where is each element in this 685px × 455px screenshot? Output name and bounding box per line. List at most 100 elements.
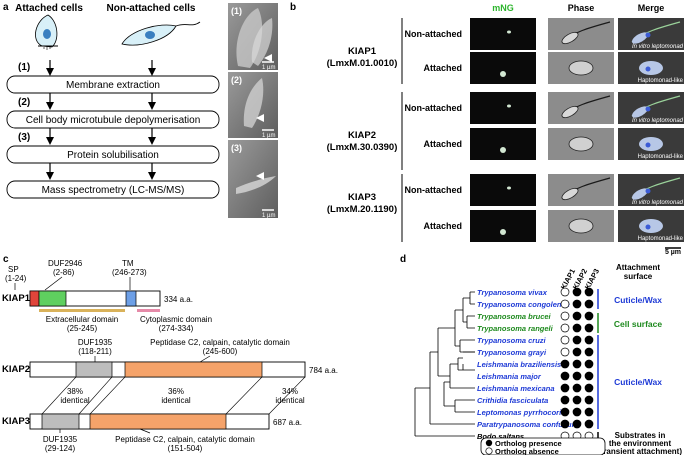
attached-cell-icon [35,14,58,50]
phase-cell-body [568,60,594,76]
kiap1-duf-range: (2-86) [53,268,75,277]
ortholog-presence-dot [572,287,582,297]
merge-tag: Haptomonad-like [638,236,684,242]
species-name: Trypanosoma cruzi [477,336,547,345]
mng-signal [500,229,506,235]
merge-nucleus [645,188,651,194]
legend-absence-dot [485,447,493,455]
mng-signal [507,30,511,34]
ortholog-presence-dot [584,359,594,369]
phase-image [548,18,614,50]
panel-c: c SP (1-24) DUF2946 (2-86) TM (246-273) … [2,254,338,453]
ortholog-presence-dot [560,395,570,405]
merge-nucleus [645,66,651,72]
merge-tag: In vitro leptomonad [632,44,684,50]
merge-cell-body [639,61,663,75]
column-merge: Merge [638,3,665,13]
merge-cell-body [631,32,649,44]
mng-signal [507,186,511,190]
group-label-cuticle-1: Cuticle/Wax [614,295,662,305]
ortholog-presence-dot [584,287,594,297]
substrate-line-1: Substrates in [615,431,666,440]
species-name: Bodo saltans [477,432,524,441]
panel-b-scale-label: 5 µm [665,249,681,256]
merge-nucleus [645,142,651,148]
ortholog-absence-dot [560,323,570,333]
ortholog-presence-dot [584,419,594,429]
merge-cell-body [631,106,649,118]
phase-cell-body [561,31,579,45]
kiap1-id-b: (LmxM.01.0010) [327,58,398,69]
ortholog-presence-dot [560,371,570,381]
kiap2-length: 784 a.a. [309,366,338,375]
step-1-label: Membrane extraction [66,80,160,91]
identity-1-word: identical [60,396,90,405]
kiap3-peptidase-domain [89,413,227,430]
mng-image [470,210,536,242]
species-name: Trypanosoma rangeli [477,324,554,333]
kiap1-tm-label: TM [122,259,134,268]
panel-a-letter: a [3,2,9,13]
kiap1-tm-range: (246-273) [112,268,147,277]
merge-nucleus [645,224,651,230]
phase-image [548,174,614,206]
species-name: Trypanosoma congolense [477,300,570,309]
merge-tag: In vitro leptomonad [632,200,684,206]
species-name: Trypanosoma brucei [477,312,552,321]
ortholog-presence-dot [560,383,570,393]
step-1-number: (1) [18,62,30,73]
column-phase: Phase [568,3,595,13]
kiap3-id-b: (LmxM.20.1190) [327,204,397,215]
step-3-number: (3) [18,132,30,143]
step-box-1 [6,75,220,94]
step-4-label: Mass spectrometry (LC-MS/MS) [42,185,185,196]
mng-image [470,52,536,84]
row-state-label: Attached [423,139,462,149]
mng-signal [500,71,506,77]
kiap2-name-c: KIAP2 [2,364,30,375]
kiap3-duf-range: (29-124) [45,444,76,453]
column-mng: mNG [492,3,514,13]
kiap2-duf-label: DUF1935 [78,338,113,347]
mng-signal [507,104,511,108]
merge-cell-body [639,219,663,233]
legend-presence-label: Ortholog presence [495,439,562,448]
ortholog-presence-dot [584,395,594,405]
kiap2-callout-lines [94,355,211,363]
ortholog-presence-dot [584,323,594,333]
legend-absence-label: Ortholog absence [495,447,559,455]
ortholog-presence-dot [572,347,582,357]
legend-box [480,437,606,455]
em-image-1-scale: 1 µm [262,65,275,71]
identity-3-pct: 34% [282,387,298,396]
ortholog-presence-dot [572,371,582,381]
em-image-1-number: (1) [231,6,242,16]
kiap1-sp-label: SP [8,265,19,274]
mng-image [470,18,536,50]
identity-2-word: identical [161,396,191,405]
panel-d: d KIAP1 KIAP2 KIAP3 Attachment surface T… [400,254,682,455]
em-image-3-scale: 1 µm [262,213,275,219]
ortholog-presence-dot [572,407,582,417]
kiap2-duf-range: (118-211) [78,347,112,356]
ortholog-presence-dot [584,407,594,417]
panel-a: a Attached cells Non-attached cells [3,2,278,219]
mng-signal [500,147,506,153]
kiap2-peptidase-domain [124,361,263,378]
species-name: Paratrypanosoma confusum [477,420,579,429]
em-image-3 [228,140,278,218]
ortholog-presence-dot [572,395,582,405]
kiap1-callout-lines [14,276,131,291]
kiap1-cytoplasmic-range: (274-334) [159,324,194,333]
ortholog-presence-dot [572,323,582,333]
species-name: Crithidia fasciculata [477,396,548,405]
ortholog-presence-dot [560,419,570,429]
ortholog-absence-dot [560,299,570,309]
ortholog-presence-dot [572,311,582,321]
substrate-line-2: the environment [609,439,672,448]
species-name: Leishmania mexicana [477,384,555,393]
attachment-header-2: surface [624,272,653,281]
kiap2-duf1935-domain [75,361,113,378]
